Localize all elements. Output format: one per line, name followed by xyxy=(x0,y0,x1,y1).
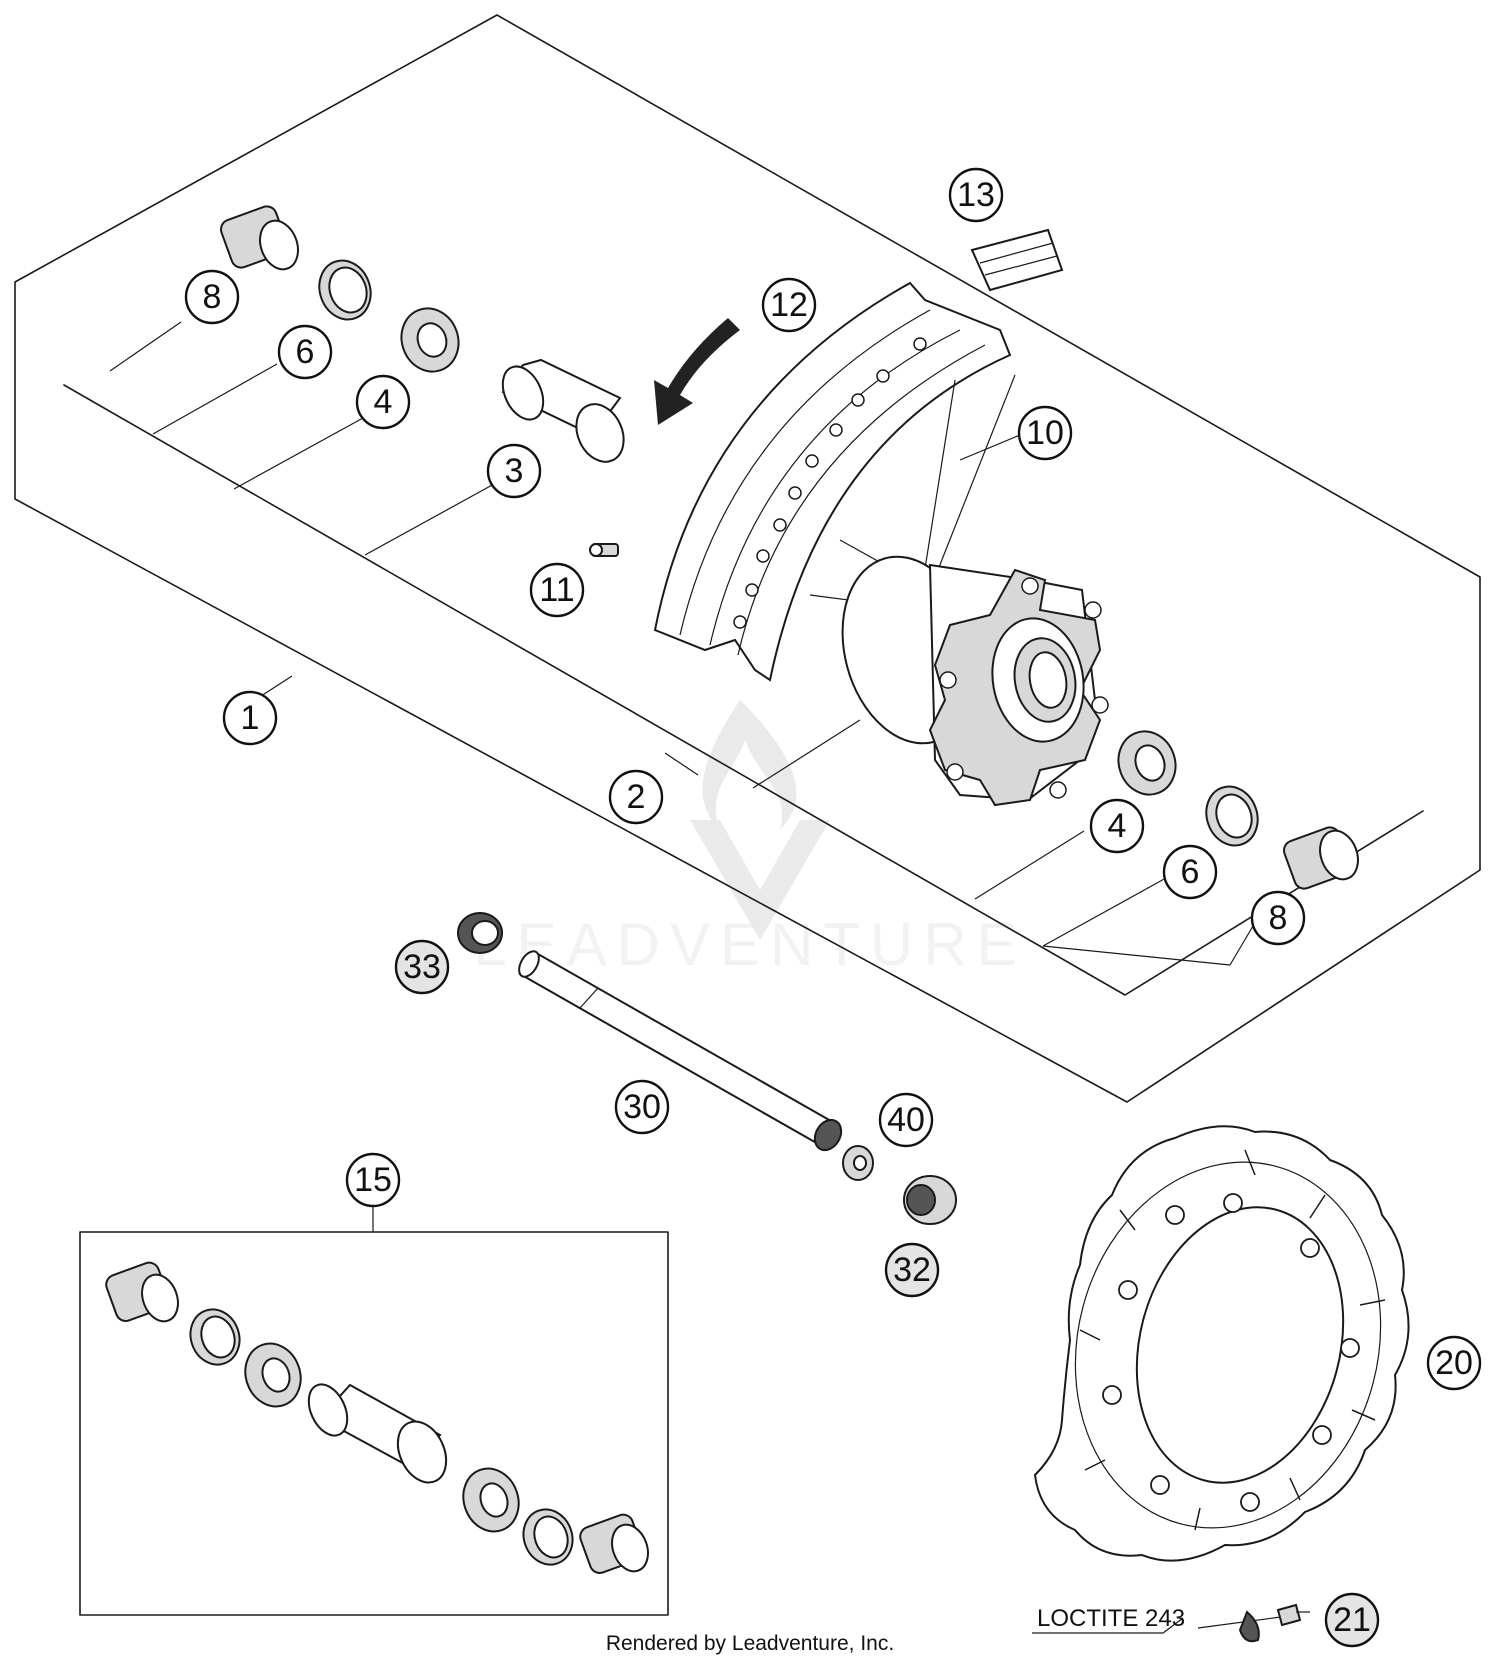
render-credit: Rendered by Leadventure, Inc. xyxy=(606,1632,894,1655)
callout-1: 1 xyxy=(222,690,278,746)
callout-11: 11 xyxy=(529,562,585,618)
watermark-text: LEADVENTURE xyxy=(473,911,1026,978)
svg-text:1: 1 xyxy=(241,699,260,737)
part-2-rim xyxy=(653,281,1012,682)
svg-text:10: 10 xyxy=(1026,414,1064,452)
callout-4-upper: 4 xyxy=(355,374,411,430)
rim-spoke-holes xyxy=(733,337,927,629)
part-6-ring-upper xyxy=(318,259,372,321)
part-30-wheel-spindle xyxy=(518,950,843,1152)
part-21-screw xyxy=(1238,1603,1310,1643)
part-8-spacer-lower xyxy=(1283,826,1359,890)
part-15-kit-ring-left xyxy=(189,1308,241,1366)
part-15-kit-bearing-left xyxy=(244,1342,302,1408)
callout-40: 40 xyxy=(878,1092,934,1148)
part-15-kit-spacer-right xyxy=(579,1513,649,1574)
loctite-note: LOCTITE 243 xyxy=(1037,1605,1185,1632)
svg-text:6: 6 xyxy=(296,333,315,371)
part-15-kit-spacer-left xyxy=(105,1261,179,1323)
part-20-brake-disc xyxy=(1033,1125,1410,1562)
part-15-kit-ring-right xyxy=(522,1508,574,1566)
svg-text:4: 4 xyxy=(374,383,393,421)
leader-lines xyxy=(109,321,1297,1634)
callout-4-lower: 4 xyxy=(1089,798,1145,854)
svg-text:32: 32 xyxy=(893,1251,931,1289)
svg-text:8: 8 xyxy=(203,278,222,316)
part-15-kit-box xyxy=(79,1231,669,1616)
part-3-distance-sleeve xyxy=(501,358,625,463)
part-15-kit-bearing-right xyxy=(462,1467,520,1533)
svg-text:4: 4 xyxy=(1108,807,1127,845)
svg-text:6: 6 xyxy=(1181,853,1200,891)
part-11-valve xyxy=(589,543,619,557)
part-40-washer xyxy=(842,1145,874,1181)
brake-disc-rivets xyxy=(1102,1193,1360,1512)
callout-13: 13 xyxy=(948,167,1004,223)
svg-text:20: 20 xyxy=(1435,1344,1473,1382)
callout-8-lower: 8 xyxy=(1250,890,1306,946)
svg-text:13: 13 xyxy=(957,176,995,214)
svg-text:2: 2 xyxy=(627,778,646,816)
part-8-spacer-upper xyxy=(220,205,299,271)
part-15-kit-sleeve xyxy=(307,1383,448,1484)
part-32-screw xyxy=(903,1175,957,1225)
callout-33: 33 xyxy=(394,939,450,995)
svg-text:30: 30 xyxy=(623,1088,661,1126)
callout-30: 30 xyxy=(614,1079,670,1135)
callout-20: 20 xyxy=(1426,1335,1482,1391)
part-4-bearing-upper xyxy=(400,307,460,373)
brake-disc-slots xyxy=(1079,1149,1386,1531)
svg-text:33: 33 xyxy=(403,948,441,986)
callout-10: 10 xyxy=(1017,405,1073,461)
part-2-hub xyxy=(841,555,1109,807)
svg-text:3: 3 xyxy=(505,452,524,490)
svg-text:21: 21 xyxy=(1333,1601,1371,1639)
part-6-ring-lower xyxy=(1205,785,1259,847)
callout-3: 3 xyxy=(486,443,542,499)
svg-text:15: 15 xyxy=(354,1161,392,1199)
part-33-axle-collar xyxy=(457,912,503,954)
callout-21: 21 xyxy=(1324,1592,1380,1648)
svg-text:11: 11 xyxy=(539,571,574,609)
callout-2: 2 xyxy=(608,769,664,825)
watermark: LEADVENTURE xyxy=(473,700,1026,978)
svg-text:8: 8 xyxy=(1269,899,1288,937)
callout-32: 32 xyxy=(884,1242,940,1298)
part-13-rim-tape xyxy=(970,228,1064,292)
callout-6-upper: 6 xyxy=(277,324,333,380)
part-12-rotation-arrow xyxy=(654,318,740,425)
callout-6-lower: 6 xyxy=(1162,844,1218,900)
svg-text:12: 12 xyxy=(770,286,808,324)
part-4-bearing-lower xyxy=(1117,730,1177,796)
svg-text:40: 40 xyxy=(887,1101,925,1139)
callout-15: 15 xyxy=(345,1152,401,1208)
callout-8-upper: 8 xyxy=(184,269,240,325)
callout-12: 12 xyxy=(761,277,817,333)
